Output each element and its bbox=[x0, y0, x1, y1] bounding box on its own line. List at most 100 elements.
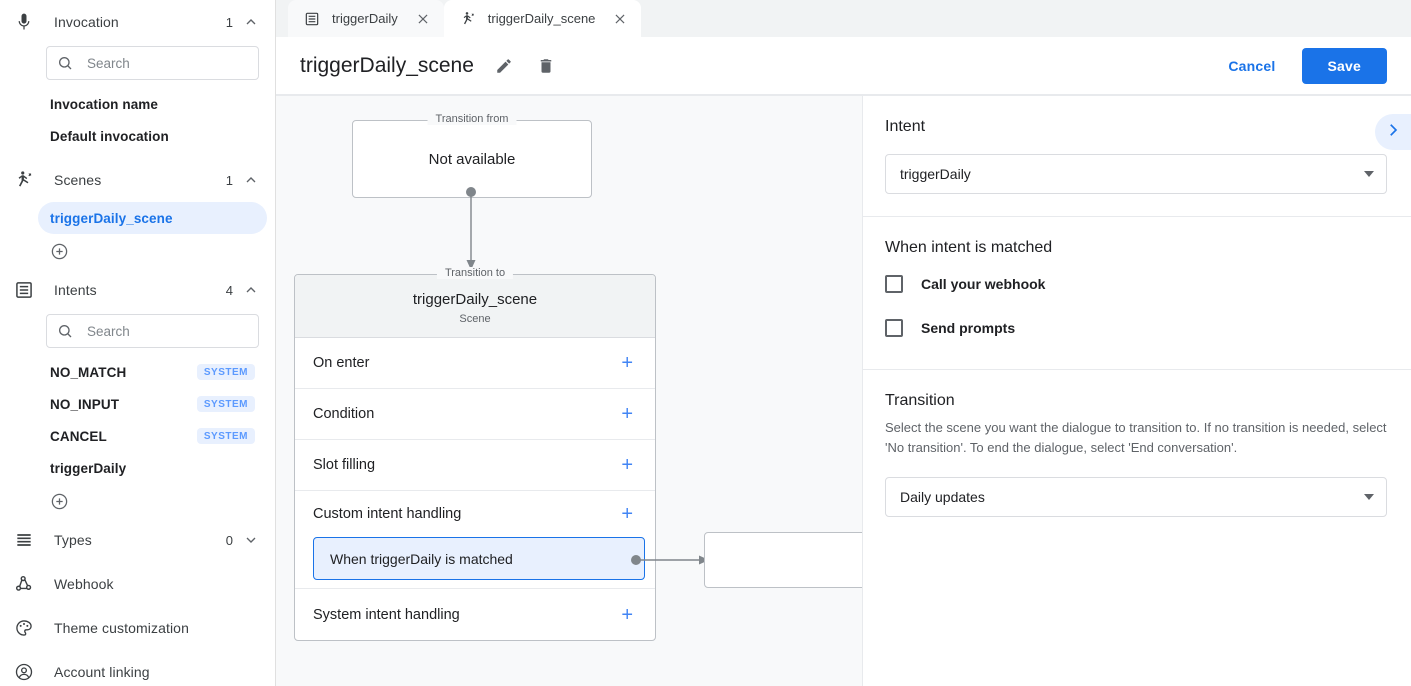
sidebar-item-invocation-name[interactable]: Invocation name bbox=[38, 88, 267, 120]
chevron-up-icon[interactable] bbox=[243, 14, 259, 30]
add-on-enter-icon[interactable]: + bbox=[621, 352, 633, 374]
chevron-down-icon bbox=[1364, 171, 1374, 177]
node-legend: Transition from bbox=[427, 113, 517, 125]
sidebar-item-label: Webhook bbox=[54, 576, 114, 592]
sidebar-group-intents[interactable]: Intents 4 bbox=[0, 268, 275, 312]
tab-triggerdaily[interactable]: triggerDaily bbox=[288, 0, 444, 37]
sidebar-item-label: triggerDaily_scene bbox=[50, 210, 173, 226]
intent-handler-when-triggerdaily-matched[interactable]: When triggerDaily is matched bbox=[313, 537, 645, 580]
panel-expand-button[interactable] bbox=[1375, 114, 1411, 150]
panel-heading-when-matched: When intent is matched bbox=[885, 239, 1053, 256]
checkbox-label: Call your webhook bbox=[921, 276, 1046, 292]
node-body-text: Not available bbox=[428, 150, 516, 168]
save-button[interactable]: Save bbox=[1301, 47, 1387, 84]
panel-heading-intent: Intent bbox=[885, 118, 926, 135]
sidebar-group-count: 1 bbox=[225, 14, 233, 30]
sidebar-item-theme-customization[interactable]: Theme customization bbox=[0, 606, 275, 650]
sidebar-item-cancel[interactable]: CANCEL SYSTEM bbox=[38, 420, 267, 452]
trash-icon[interactable] bbox=[534, 54, 558, 78]
webhook-icon bbox=[12, 572, 36, 596]
add-custom-intent-icon[interactable]: + bbox=[621, 503, 633, 525]
checkbox-box[interactable] bbox=[885, 319, 903, 337]
scene-row-system-intent-handling[interactable]: System intent handling + bbox=[295, 589, 655, 640]
page-title: triggerDaily_scene bbox=[300, 53, 474, 77]
chevron-up-icon[interactable] bbox=[243, 172, 259, 188]
graph-edge-horizontal bbox=[631, 555, 709, 565]
add-slot-filling-icon[interactable]: + bbox=[621, 454, 633, 476]
sidebar-group-scenes[interactable]: Scenes 1 bbox=[0, 158, 275, 202]
cancel-button[interactable]: Cancel bbox=[1216, 49, 1287, 83]
microphone-icon bbox=[12, 10, 36, 34]
graph-node-transition-from[interactable]: Transition from Not available bbox=[352, 113, 592, 198]
left-sidebar: Invocation 1 Invocation name Default inv… bbox=[0, 0, 276, 686]
scene-person-icon bbox=[12, 168, 36, 192]
sidebar-item-no-match[interactable]: NO_MATCH SYSTEM bbox=[38, 356, 267, 388]
sidebar-group-types[interactable]: Types 0 bbox=[0, 518, 275, 562]
node-legend: Transition to bbox=[436, 267, 514, 279]
intents-search-box[interactable] bbox=[46, 314, 266, 348]
sidebar-group-label: Invocation bbox=[54, 14, 119, 30]
sidebar-item-account-linking[interactable]: Account linking bbox=[0, 650, 275, 686]
status-badge: SYSTEM bbox=[196, 428, 255, 444]
sidebar-group-count: 1 bbox=[225, 172, 233, 188]
add-intent-button[interactable] bbox=[50, 484, 275, 518]
transition-select[interactable]: Daily updates bbox=[885, 477, 1387, 517]
transition-description: Select the scene you want the dialogue t… bbox=[885, 420, 1387, 455]
sidebar-group-label: Intents bbox=[54, 282, 97, 298]
close-icon[interactable] bbox=[412, 8, 434, 30]
sidebar-item-label: triggerDaily bbox=[50, 460, 127, 476]
sidebar-item-webhook[interactable]: Webhook bbox=[0, 562, 275, 606]
intent-select[interactable]: triggerDaily bbox=[885, 154, 1387, 194]
sidebar-group-label: Scenes bbox=[54, 172, 102, 188]
graph-node-scene-card[interactable]: Transition to triggerDaily_scene Scene O… bbox=[294, 267, 656, 641]
account-circle-icon bbox=[12, 660, 36, 684]
intents-search-input[interactable] bbox=[85, 322, 266, 340]
scene-row-label: On enter bbox=[313, 355, 370, 371]
node-body-text: Dail bbox=[705, 533, 862, 587]
sidebar-group-count: 4 bbox=[225, 282, 233, 298]
status-badge: SYSTEM bbox=[196, 364, 255, 380]
scene-row-label: Condition bbox=[313, 406, 375, 422]
chevron-up-icon[interactable] bbox=[243, 282, 259, 298]
sidebar-item-label: Default invocation bbox=[50, 128, 169, 144]
panel-section-intent: Intent triggerDaily bbox=[863, 96, 1411, 216]
chevron-down-icon bbox=[1364, 494, 1374, 500]
scene-row-custom-intent-handling[interactable]: Custom intent handling + bbox=[295, 491, 655, 537]
sidebar-group-label: Types bbox=[54, 532, 92, 548]
scene-row-condition[interactable]: Condition + bbox=[295, 389, 655, 440]
checkbox-send-prompts[interactable]: Send prompts bbox=[885, 309, 1387, 347]
invocation-search-box[interactable] bbox=[46, 46, 266, 80]
scene-card-subtitle: Scene bbox=[459, 313, 491, 325]
sidebar-item-triggerdaily-scene[interactable]: triggerDaily_scene bbox=[38, 202, 267, 234]
sidebar-item-no-input[interactable]: NO_INPUT SYSTEM bbox=[38, 388, 267, 420]
sidebar-group-invocation[interactable]: Invocation 1 bbox=[0, 0, 275, 44]
close-icon[interactable] bbox=[609, 8, 631, 30]
scene-card-header: triggerDaily_scene Scene bbox=[295, 275, 655, 338]
graph-node-transition-target[interactable]: Tr Dail bbox=[704, 532, 862, 588]
sidebar-item-label: NO_INPUT bbox=[50, 396, 120, 412]
sidebar-item-triggerdaily[interactable]: triggerDaily bbox=[38, 452, 267, 484]
pencil-icon[interactable] bbox=[492, 54, 516, 78]
invocation-search-input[interactable] bbox=[85, 54, 266, 72]
checkbox-box[interactable] bbox=[885, 275, 903, 293]
graph-edge-vertical bbox=[466, 187, 476, 270]
tab-strip: triggerDaily triggerDaily_scene bbox=[276, 0, 1411, 37]
sidebar-item-default-invocation[interactable]: Default invocation bbox=[38, 120, 267, 152]
scene-row-slot-filling[interactable]: Slot filling + bbox=[295, 440, 655, 491]
plus-circle-icon bbox=[51, 243, 68, 259]
palette-icon bbox=[12, 616, 36, 640]
scene-card-name: triggerDaily_scene bbox=[412, 291, 538, 308]
types-lines-icon bbox=[12, 528, 36, 552]
checkbox-call-your-webhook[interactable]: Call your webhook bbox=[885, 265, 1387, 303]
scene-graph-canvas[interactable]: Transition from Not available Transition… bbox=[276, 95, 862, 686]
chevron-down-icon[interactable] bbox=[243, 532, 259, 548]
sidebar-item-label: CANCEL bbox=[50, 428, 107, 444]
panel-section-when-matched: When intent is matched Call your webhook… bbox=[863, 216, 1411, 369]
tab-triggerdaily-scene[interactable]: triggerDaily_scene bbox=[443, 0, 642, 37]
add-system-intent-icon[interactable]: + bbox=[621, 603, 633, 626]
scene-row-on-enter[interactable]: On enter + bbox=[295, 338, 655, 389]
add-condition-icon[interactable]: + bbox=[621, 403, 633, 425]
scene-row-label: Slot filling bbox=[313, 457, 376, 473]
add-scene-button[interactable] bbox=[50, 234, 275, 268]
